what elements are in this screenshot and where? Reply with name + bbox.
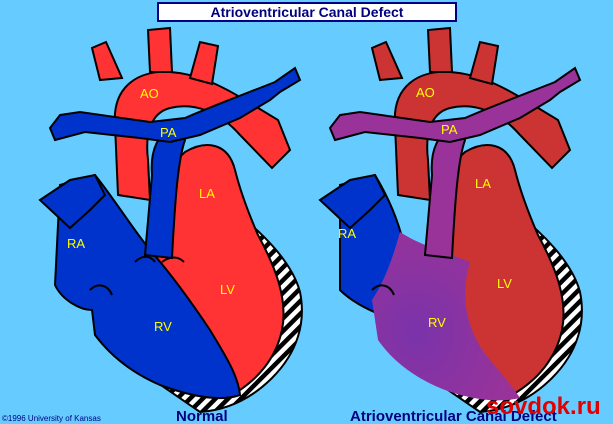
normal-label-lv: LV bbox=[220, 282, 235, 297]
defect-label-lv: LV bbox=[497, 276, 512, 291]
defect-aortic-branch-1 bbox=[370, 40, 404, 82]
defect-aortic-branch-3 bbox=[468, 40, 500, 86]
defect-label-rv: RV bbox=[428, 315, 446, 330]
normal-heart bbox=[38, 26, 303, 414]
normal-vena-cava bbox=[38, 173, 107, 230]
defect-aortic-branch-2 bbox=[426, 26, 454, 73]
normal-label-ra: RA bbox=[67, 236, 85, 251]
caption-defect: Atrioventricular Canal Defect bbox=[350, 408, 557, 424]
normal-aortic-branch-3 bbox=[188, 40, 220, 86]
normal-label-la: LA bbox=[199, 186, 215, 201]
defect-mixed-region bbox=[372, 232, 520, 401]
defect-label-pa: PA bbox=[441, 122, 458, 137]
normal-valve-lines bbox=[89, 255, 185, 296]
defect-label-ra: RA bbox=[338, 226, 356, 241]
defect-label-ao: AO bbox=[416, 85, 435, 100]
defect-valve-lines bbox=[371, 284, 395, 296]
normal-label-pa: PA bbox=[160, 125, 177, 140]
defect-label-la: LA bbox=[475, 176, 491, 191]
normal-pulmonary-branches bbox=[48, 66, 302, 144]
normal-aortic-branch-1 bbox=[90, 40, 124, 82]
normal-pulmonary-trunk bbox=[143, 126, 187, 260]
copyright-text: ©1996 University of Kansas bbox=[2, 414, 101, 423]
normal-label-ao: AO bbox=[140, 86, 159, 101]
page-title: Atrioventricular Canal Defect bbox=[210, 4, 404, 20]
defect-pulmonary-trunk bbox=[423, 126, 467, 260]
caption-normal: Normal bbox=[176, 408, 228, 424]
title-box: Atrioventricular Canal Defect bbox=[157, 2, 457, 22]
normal-aortic-branch-2 bbox=[146, 26, 174, 73]
defect-vena-cava bbox=[318, 173, 387, 230]
normal-label-rv: RV bbox=[154, 319, 172, 334]
watermark-text: sovdok.ru bbox=[486, 393, 601, 420]
defect-pulmonary-branches bbox=[328, 66, 582, 144]
defect-heart bbox=[318, 26, 583, 414]
